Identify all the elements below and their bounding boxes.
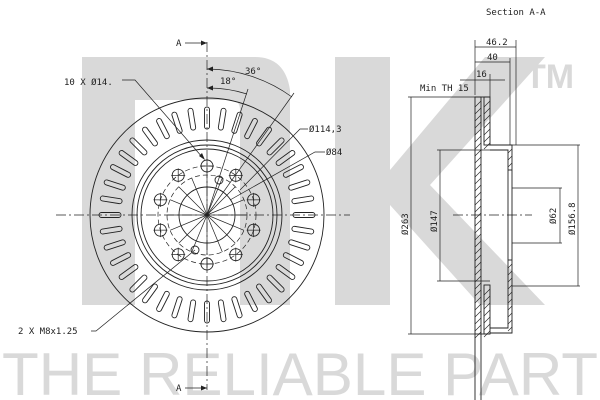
vent-slots [98, 106, 316, 324]
bore-callout: Ø84 [326, 147, 342, 158]
logo-letter-n [82, 57, 290, 305]
thread-hole-icon [214, 175, 224, 185]
thread-hole-icon [190, 245, 200, 255]
dim-hat-height: 40 [487, 53, 498, 63]
section-marker-top: A [176, 39, 182, 49]
tagline-text: THE RELIABLE PART [2, 341, 598, 400]
trademark-text: TM [525, 58, 574, 96]
dim-outer-diameter: Ø263 [400, 213, 411, 235]
thread-callout: 2 X M8x1.25 [18, 327, 78, 337]
angle-18-label: 18° [220, 77, 236, 87]
dim-overall-height: 46.2 [486, 38, 508, 48]
pcd-callout: Ø114,3 [309, 124, 342, 135]
bolt-holes [153, 159, 261, 271]
dim-hat-outer-diameter: Ø156.8 [567, 202, 578, 235]
section-title: Section A-A [486, 8, 546, 18]
front-view: A A 36° 18° 10 X [18, 39, 350, 394]
logo-letter-k [335, 57, 545, 305]
angle-36-label: 36° [245, 67, 261, 77]
dim-hat-inner-diameter: Ø147 [429, 210, 440, 232]
min-thickness-label: Min TH 15 [420, 84, 469, 94]
dim-disc-thickness: 16 [476, 70, 487, 80]
section-marker-bottom: A [176, 384, 182, 394]
dim-center-hole: Ø62 [548, 208, 559, 224]
section-view: Section A-A 46.2 40 16 Min TH 15 [400, 8, 580, 400]
holes-callout: 10 X Ø14. [64, 77, 113, 88]
